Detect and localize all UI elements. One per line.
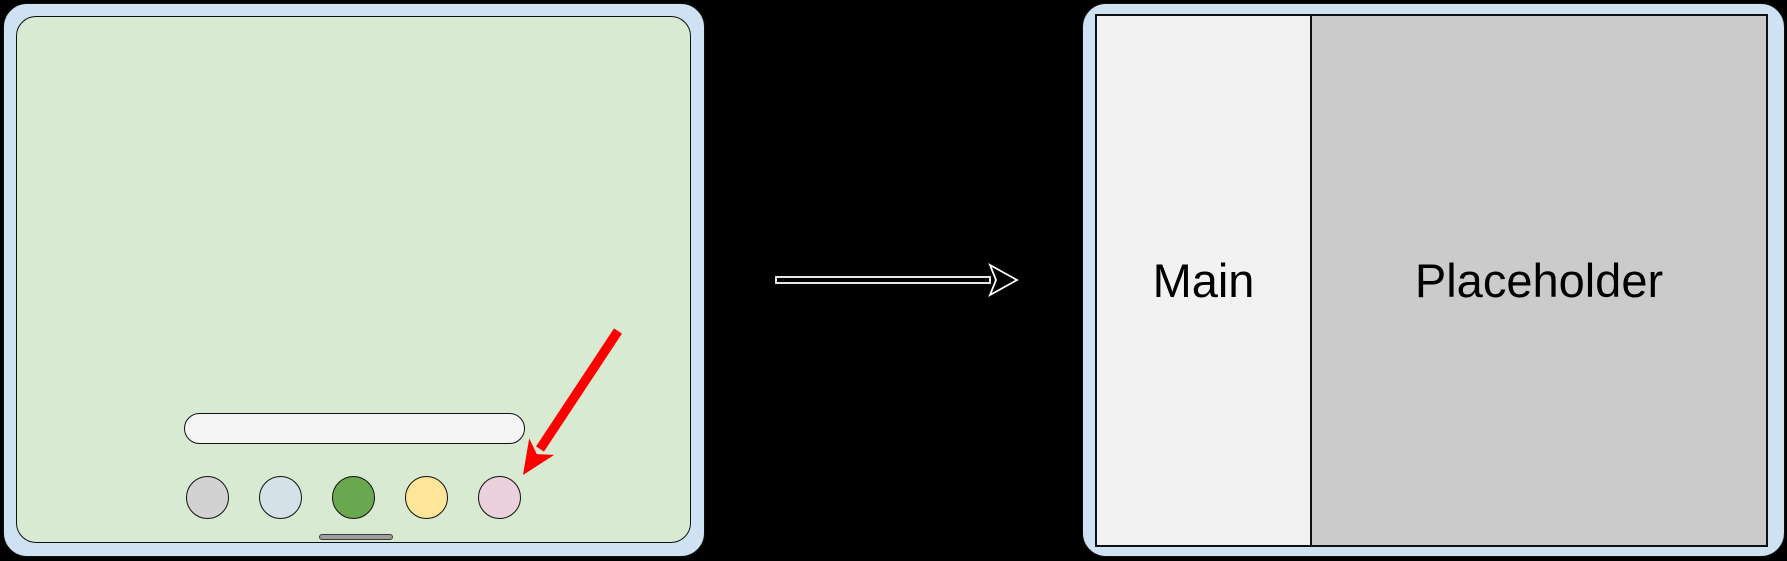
dock-icon-green[interactable] [332,476,375,519]
dock-icon-gray[interactable] [186,476,229,519]
dock [186,476,521,519]
pane-main-label: Main [1152,254,1255,307]
dock-icon-yellow[interactable] [405,476,448,519]
transition-arrow-icon [775,262,1019,298]
pane-main: Main [1097,16,1312,545]
home-screen [16,16,691,543]
tablet-after: Main Placeholder [1082,3,1785,557]
dock-icon-pink[interactable] [478,476,521,519]
dock-icon-blue[interactable] [259,476,302,519]
pane-placeholder-label: Placeholder [1414,254,1664,307]
pane-placeholder: Placeholder [1312,16,1766,545]
search-bar[interactable] [184,413,525,444]
tablet-before [3,3,705,557]
home-indicator[interactable] [319,534,393,540]
split-view: Main Placeholder [1095,14,1768,547]
